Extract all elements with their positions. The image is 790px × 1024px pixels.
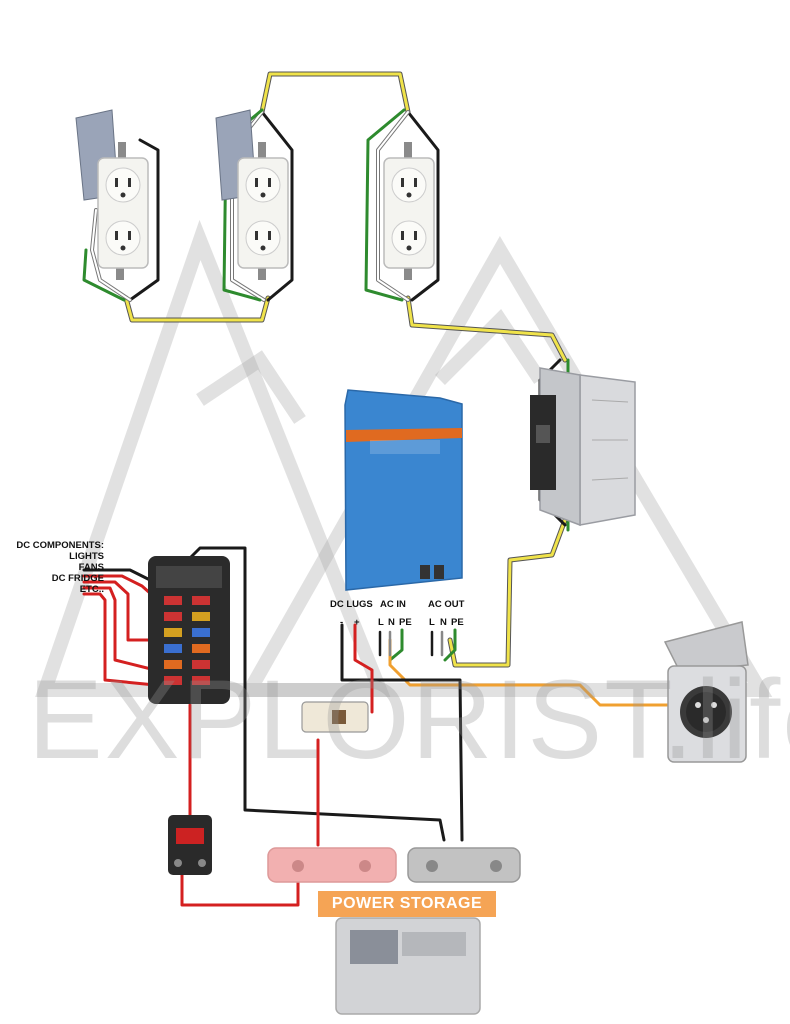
dc-components-title: DC COMPONENTS: — [16, 540, 104, 551]
ac-out-terminal-l: L — [429, 617, 435, 628]
positive-busbar — [267, 847, 397, 883]
ac-in-terminal-n: N — [388, 617, 395, 628]
shore-power-inlet — [663, 621, 749, 763]
dc-components-list: DC COMPONENTS: LIGHTS FANS DC FRIDGE ETC… — [8, 540, 104, 595]
duplex-outlet-1 — [97, 142, 149, 280]
dc-fuse-block — [148, 556, 230, 704]
ground-wire-top — [259, 71, 411, 115]
dc-circuit-breaker — [168, 815, 212, 875]
ground-wire-bottom-left — [123, 295, 271, 323]
ac-in-terminal-pe: PE — [399, 617, 412, 628]
dc-lug-minus-label: - — [340, 617, 344, 628]
dc-negative-run — [186, 546, 446, 842]
hot-wire-2 — [260, 110, 294, 302]
class-t-fuse — [301, 701, 369, 733]
hot-wire-1 — [128, 138, 160, 302]
blade-fuse — [192, 644, 210, 653]
dc-lug-plus-label: + — [354, 617, 360, 628]
earth-wire-1 — [82, 248, 126, 302]
hot-wire-3 — [406, 110, 440, 302]
blade-fuse — [192, 596, 210, 605]
dc-lugs-label: DC LUGS — [330, 599, 373, 610]
blade-fuse — [192, 612, 210, 621]
dc-component-etc: ETC.. — [79, 584, 104, 595]
inverter-charger — [344, 389, 463, 591]
blade-fuse — [164, 644, 182, 653]
ac-in-earth — [388, 628, 404, 662]
duplex-outlet-3 — [383, 142, 435, 280]
blade-fuse — [164, 628, 182, 637]
ac-breaker-panel — [530, 367, 636, 527]
blade-fuse — [164, 676, 182, 685]
battery — [335, 917, 481, 1015]
blade-fuse — [192, 628, 210, 637]
dc-component-fridge: DC FRIDGE — [51, 573, 104, 584]
dc-lug-negative-wire — [340, 623, 464, 842]
shore-power-wire — [388, 638, 682, 707]
ac-in-terminal-l: L — [378, 617, 384, 628]
ac-out-terminal-pe: PE — [451, 617, 464, 628]
dc-component-fans: FANS — [78, 562, 104, 573]
dc-component-lights: LIGHTS — [69, 551, 104, 562]
ac-wiring — [82, 71, 682, 707]
blade-fuse — [164, 596, 182, 605]
ac-out-terminal-n: N — [440, 617, 447, 628]
negative-busbar — [407, 847, 521, 883]
dc-wiring — [82, 546, 464, 907]
ac-in-label: AC IN — [380, 599, 406, 610]
duplex-outlet-2 — [237, 142, 289, 280]
watermark: EXPLORIST.life — [28, 657, 790, 782]
blade-fuse — [164, 612, 182, 621]
ac-out-earth — [443, 628, 457, 662]
blade-fuse — [192, 676, 210, 685]
blade-fuse — [192, 660, 210, 669]
ac-out-label: AC OUT — [428, 599, 465, 610]
blade-fuse — [164, 660, 182, 669]
dc-lug-positive-wire — [353, 623, 374, 714]
earth-wire-3 — [364, 108, 406, 302]
power-storage-badge: POWER STORAGE — [318, 891, 496, 917]
